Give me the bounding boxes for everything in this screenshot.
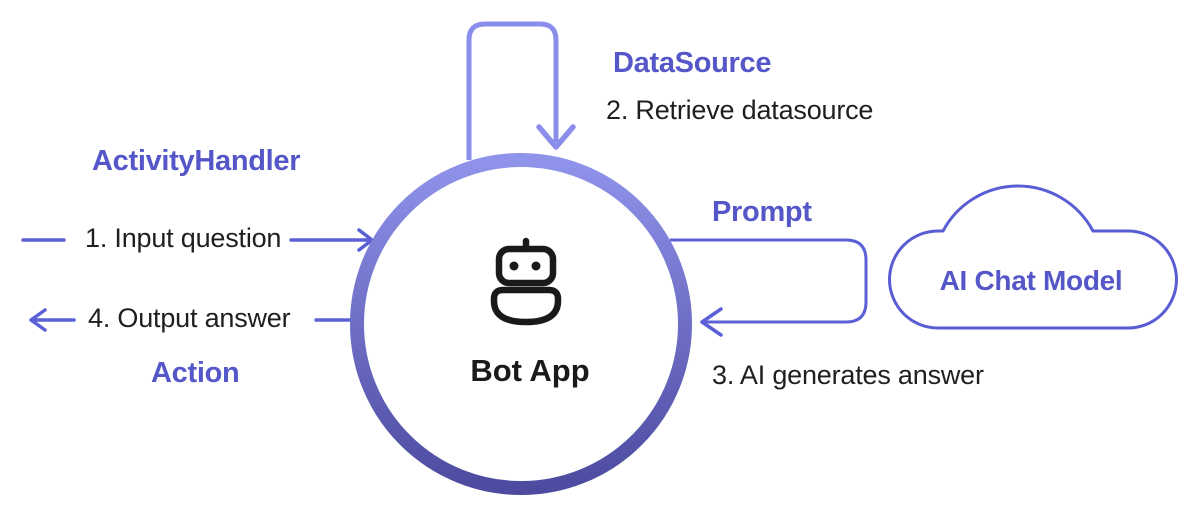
datasource-arrowhead-icon (536, 124, 576, 150)
ai-chat-model-cloud (888, 184, 1178, 330)
output-answer-step: 4. Output answer (88, 303, 291, 333)
retrieve-datasource-step: 2. Retrieve datasource (606, 95, 874, 125)
datasource-label: DataSource (613, 47, 772, 79)
action-label: Action (151, 357, 240, 389)
prompt-loop-line (670, 238, 868, 324)
bot-app-label: Bot App (470, 353, 590, 388)
robot-eye-left (509, 261, 519, 271)
ai-chat-model-label: AI Chat Model (939, 265, 1123, 296)
robot-body (490, 286, 562, 326)
input-question-step: 1. Input question (85, 223, 282, 253)
activityhandler-label: ActivityHandler (92, 145, 301, 177)
prompt-label: Prompt (712, 196, 812, 228)
datasource-loop-line (466, 21, 559, 160)
robot-eye-right (531, 261, 541, 271)
cloud-outline (888, 184, 1178, 330)
output-arrowhead-icon (29, 308, 47, 332)
ai-generates-answer-step: 3. AI generates answer (712, 360, 984, 390)
prompt-return-arrowhead-icon (700, 307, 723, 337)
robot-icon (490, 237, 562, 326)
input-arrowhead-icon (357, 228, 374, 252)
robot-head (495, 245, 557, 287)
